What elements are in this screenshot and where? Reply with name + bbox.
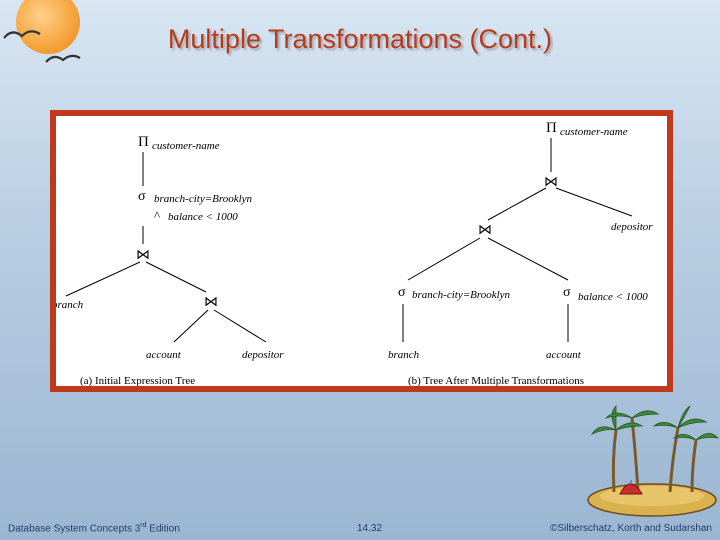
left-tree: Π customer-name σ branch-city=Brooklyn ^… bbox=[56, 134, 284, 386]
right-selection-right-symbol: σ bbox=[563, 285, 571, 300]
left-caption: (a) Initial Expression Tree bbox=[80, 375, 195, 386]
right-edge-join-join bbox=[488, 188, 546, 220]
right-edge-join-sel-left bbox=[408, 238, 480, 280]
left-projection-symbol: Π bbox=[138, 134, 149, 150]
figure-canvas: Π customer-name σ branch-city=Brooklyn ^… bbox=[56, 116, 667, 386]
right-join-top-symbol: ⋈ bbox=[544, 175, 558, 190]
figure-frame: Π customer-name σ branch-city=Brooklyn ^… bbox=[50, 110, 673, 392]
left-projection-attr: customer-name bbox=[152, 140, 220, 152]
right-projection-attr: customer-name bbox=[560, 126, 628, 138]
right-account-label: account bbox=[546, 349, 582, 361]
footer-copyright: ©Silberschatz, Korth and Sudarshan bbox=[550, 523, 712, 534]
footer-page-number: 14.32 bbox=[357, 523, 382, 534]
right-tree: Π customer-name ⋈ depositor ⋈ σ branch-c… bbox=[388, 120, 653, 386]
right-edge-join-sel-right bbox=[488, 238, 568, 280]
left-edge-join-depositor bbox=[214, 310, 266, 342]
left-selection-line2: balance < 1000 bbox=[168, 211, 238, 223]
left-join-bottom-symbol: ⋈ bbox=[204, 295, 218, 310]
left-selection-and: ^ bbox=[154, 208, 160, 223]
left-edge-join-account bbox=[174, 310, 208, 342]
palm-island-logo bbox=[586, 400, 720, 518]
left-join-top-symbol: ⋈ bbox=[136, 248, 150, 263]
slide-title: Multiple Transformations (Cont.) bbox=[0, 24, 720, 55]
left-selection-line1: branch-city=Brooklyn bbox=[154, 193, 253, 205]
right-selection-left-symbol: σ bbox=[398, 285, 406, 300]
right-depositor-label: depositor bbox=[611, 221, 653, 233]
right-branch-label: branch bbox=[388, 349, 420, 361]
right-selection-left-pred: branch-city=Brooklyn bbox=[412, 289, 511, 301]
footer-book-title: Database System Concepts 3rd Edition bbox=[8, 522, 180, 534]
right-caption: (b) Tree After Multiple Transformations bbox=[408, 375, 584, 386]
right-projection-symbol: Π bbox=[546, 120, 557, 136]
right-selection-right-pred: balance < 1000 bbox=[578, 291, 648, 303]
left-account-label: account bbox=[146, 349, 182, 361]
left-depositor-label: depositor bbox=[242, 349, 284, 361]
left-branch-label: branch bbox=[56, 299, 84, 311]
right-join-mid-symbol: ⋈ bbox=[478, 223, 492, 238]
footer-book-suffix: Edition bbox=[147, 523, 180, 534]
expression-trees-diagram: Π customer-name σ branch-city=Brooklyn ^… bbox=[56, 116, 667, 386]
footer-book-prefix: Database System Concepts 3 bbox=[8, 523, 140, 534]
right-edge-join-depositor bbox=[556, 188, 632, 216]
left-edge-join-branch bbox=[66, 262, 140, 296]
left-edge-join-join bbox=[146, 262, 206, 292]
left-selection-symbol: σ bbox=[138, 189, 146, 204]
